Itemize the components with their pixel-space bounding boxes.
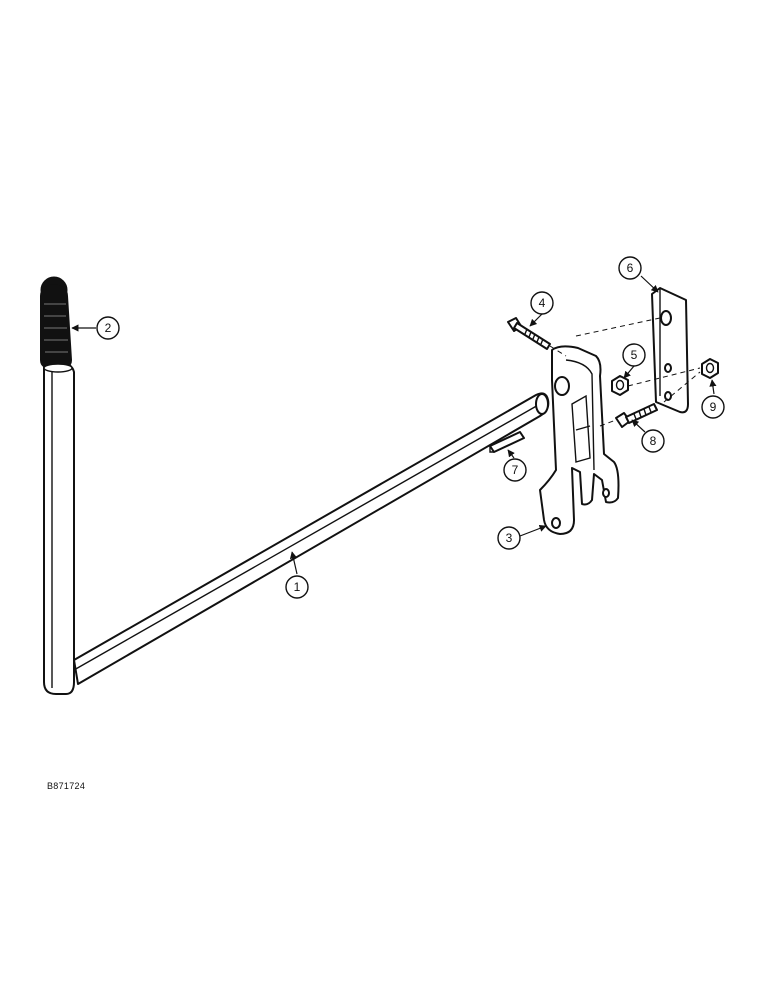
- hex-nut: [611, 375, 629, 396]
- callout-2: 2: [96, 316, 120, 340]
- long-bolt: [507, 317, 551, 350]
- callout-4: 4: [530, 291, 554, 315]
- svg-text:7: 7: [512, 463, 519, 477]
- assembly-lines: [549, 317, 701, 427]
- callout-1: 1: [285, 575, 309, 599]
- callout-5: 5: [622, 343, 646, 367]
- svg-text:2: 2: [105, 321, 112, 335]
- mounting-bracket: [539, 345, 620, 535]
- callout-7: 7: [503, 458, 527, 482]
- lever-rod: [43, 361, 550, 695]
- figure-id: B871724: [47, 781, 86, 791]
- callout-3: 3: [497, 526, 521, 550]
- svg-text:4: 4: [539, 296, 546, 310]
- short-bolt: [615, 403, 658, 428]
- callout-8: 8: [641, 429, 665, 453]
- leader-lines: [71, 275, 717, 575]
- svg-text:9: 9: [710, 400, 717, 414]
- svg-text:6: 6: [627, 261, 634, 275]
- callout-9: 9: [701, 395, 725, 419]
- hex-nut-small: [701, 358, 719, 379]
- svg-text:1: 1: [294, 580, 301, 594]
- rubber-grip: [40, 276, 73, 373]
- backing-plate: [651, 287, 689, 414]
- svg-text:8: 8: [650, 434, 657, 448]
- svg-text:3: 3: [506, 531, 513, 545]
- callout-6: 6: [618, 256, 642, 280]
- svg-text:5: 5: [631, 348, 638, 362]
- key: [489, 431, 525, 453]
